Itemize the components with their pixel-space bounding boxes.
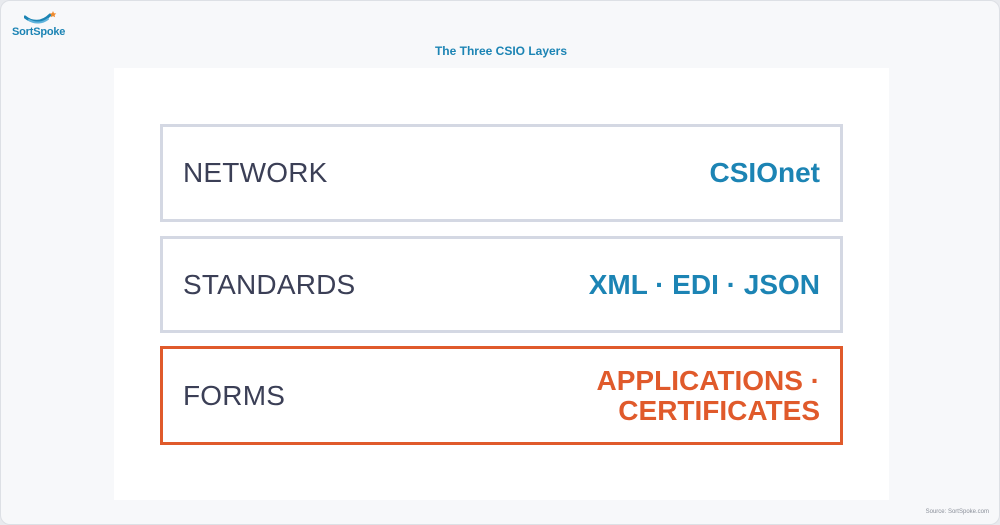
diagram-canvas: NETWORK CSIOnet STANDARDS XML · EDI · JS… <box>114 68 889 500</box>
layer-value: XML · EDI · JSON <box>588 268 820 300</box>
layer-forms: FORMS APPLICATIONS · CERTIFICATES <box>160 346 843 445</box>
diagram-title: The Three CSIO Layers <box>434 44 568 58</box>
layer-value: CSIOnet <box>709 157 820 188</box>
source-note: Source: SortSpoke.com <box>925 509 989 515</box>
layer-name: STANDARDS <box>183 268 356 300</box>
layer-name: FORMS <box>183 379 286 411</box>
sortspoke-wave-logo-icon <box>24 11 57 24</box>
layer-network: NETWORK CSIOnet <box>160 124 843 222</box>
layer-standards: STANDARDS XML · EDI · JSON <box>160 236 843 333</box>
layer-value: APPLICATIONS · CERTIFICATES <box>596 364 820 426</box>
brand-logo[interactable]: SortSpoke <box>11 9 71 39</box>
brand-name: SortSpoke <box>12 26 66 38</box>
layer-name: NETWORK <box>183 157 328 188</box>
